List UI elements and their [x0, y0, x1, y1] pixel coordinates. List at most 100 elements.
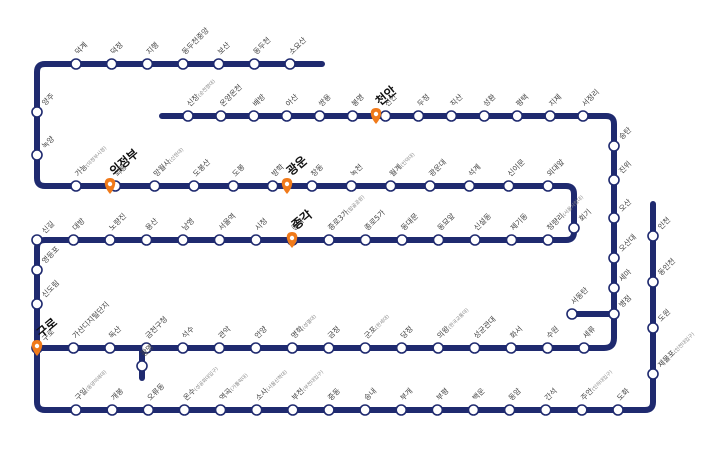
station-onyang[interactable]: [215, 110, 227, 122]
station-nogyang[interactable]: [31, 149, 43, 161]
station-changdong[interactable]: [306, 180, 318, 192]
station-uiwang[interactable]: [432, 342, 444, 354]
station-doksan[interactable]: [104, 342, 116, 354]
station-yeokgok[interactable]: [214, 404, 227, 416]
station-dongmyo[interactable]: [432, 234, 445, 246]
station-noryangjin[interactable]: [104, 234, 116, 246]
station-dobongsan[interactable]: [188, 180, 200, 192]
station-bucheon[interactable]: [286, 404, 299, 416]
station-gwanak[interactable]: [213, 342, 226, 354]
station-seoulstn[interactable]: [213, 234, 226, 246]
station-banghak[interactable]: [266, 180, 279, 192]
station-juan[interactable]: [576, 404, 588, 416]
station-cheonan[interactable]: [379, 110, 392, 122]
station-seojeongri[interactable]: [577, 110, 589, 122]
station-label-incheon: 인천: [655, 215, 672, 232]
station-baegun[interactable]: [467, 404, 480, 416]
station-gwangmyeong[interactable]: [136, 360, 148, 372]
station-dongincheon[interactable]: [647, 276, 659, 288]
station-hoegi[interactable]: [568, 222, 580, 234]
station-gasan[interactable]: [67, 342, 80, 354]
station-dongam[interactable]: [503, 404, 516, 416]
station-jihaeng[interactable]: [141, 58, 154, 70]
station-asan[interactable]: [280, 110, 293, 122]
station-sinseol[interactable]: [469, 234, 481, 246]
station-seokgye[interactable]: [463, 180, 476, 192]
station-ganseok[interactable]: [539, 404, 552, 416]
station-seonghwan[interactable]: [478, 110, 491, 122]
station-wolgye[interactable]: [384, 180, 397, 192]
station-bupyeong[interactable]: [431, 404, 444, 416]
station-dongdaemun[interactable]: [396, 234, 408, 246]
station-seoksu[interactable]: [177, 342, 189, 354]
station-jinwi[interactable]: [608, 174, 620, 186]
station-label-songtan: 송탄: [616, 125, 633, 142]
station-jongno3[interactable]: [323, 234, 335, 246]
station-baebang[interactable]: [248, 110, 260, 122]
station-songtan[interactable]: [608, 140, 620, 152]
station-label-ganeung: 가능(의정부시청): [73, 143, 108, 178]
station-deokjeong[interactable]: [105, 58, 118, 70]
station-pyeongtaek[interactable]: [511, 110, 523, 122]
station-oryudong[interactable]: [142, 404, 155, 416]
station-label-bongmyeong: 봉명: [349, 92, 366, 109]
station-label-bupyeong: 부평: [434, 386, 451, 403]
station-jije[interactable]: [544, 110, 556, 122]
station-gwangundae[interactable]: [424, 180, 436, 192]
station-mangwolsa[interactable]: [148, 180, 161, 192]
station-seodongtan[interactable]: [566, 308, 578, 320]
station-jegi[interactable]: [505, 234, 518, 246]
station-jiksan[interactable]: [445, 110, 458, 122]
station-incheon[interactable]: [647, 230, 659, 242]
station-daebang[interactable]: [67, 234, 80, 246]
station-cityhall[interactable]: [250, 234, 262, 246]
station-singil[interactable]: [31, 234, 43, 246]
station-dujeong[interactable]: [412, 110, 425, 122]
station-deokgye[interactable]: [70, 58, 82, 70]
station-dangjeong[interactable]: [395, 342, 408, 354]
station-geumcheon[interactable]: [140, 342, 153, 354]
station-yangju[interactable]: [31, 106, 43, 118]
station-songnae[interactable]: [359, 404, 371, 416]
station-dongducheon-jungang[interactable]: [177, 58, 189, 70]
station-myeonghak[interactable]: [286, 342, 299, 354]
station-ssangyong[interactable]: [313, 110, 326, 122]
station-guilm[interactable]: [70, 404, 82, 416]
station-sema[interactable]: [608, 282, 620, 294]
station-gaebong[interactable]: [106, 404, 118, 416]
station-osan[interactable]: [608, 212, 620, 224]
station-oedae[interactable]: [542, 180, 554, 192]
station-ganeung[interactable]: [70, 180, 82, 192]
station-onsu[interactable]: [178, 404, 191, 416]
station-anyang[interactable]: [250, 342, 262, 354]
station-cheongnyangni[interactable]: [542, 234, 554, 246]
station-bugae[interactable]: [395, 404, 408, 416]
station-sunggyunkwan[interactable]: [468, 342, 481, 354]
station-dowon[interactable]: [647, 322, 659, 334]
station-byeongjeom[interactable]: [608, 308, 620, 320]
station-nokcheon[interactable]: [345, 180, 358, 192]
station-sindorim[interactable]: [31, 298, 43, 310]
station-geumjeong[interactable]: [322, 342, 335, 354]
station-dongducheon[interactable]: [248, 58, 261, 70]
station-jongno5[interactable]: [359, 234, 372, 246]
station-gunpo[interactable]: [359, 342, 372, 354]
station-sinimun[interactable]: [502, 180, 515, 192]
station-sosa[interactable]: [250, 404, 263, 416]
station-jemulpo[interactable]: [647, 368, 659, 380]
station-osandae[interactable]: [608, 252, 620, 264]
station-jungdong[interactable]: [323, 404, 335, 416]
station-bongmyeong[interactable]: [346, 110, 359, 122]
station-suwon[interactable]: [541, 342, 554, 354]
station-yeongdeungpo[interactable]: [31, 264, 43, 276]
station-namyeong[interactable]: [177, 234, 189, 246]
station-bosan[interactable]: [212, 58, 225, 70]
station-sinchang[interactable]: [182, 110, 194, 122]
station-dohwa[interactable]: [612, 404, 624, 416]
station-dobong[interactable]: [227, 180, 240, 192]
station-seryu[interactable]: [578, 342, 590, 354]
station-hwaseo[interactable]: [505, 342, 517, 354]
station-yongsan[interactable]: [140, 234, 153, 246]
station-label-songnae: 송내: [362, 386, 378, 402]
station-soyosan[interactable]: [284, 58, 296, 70]
